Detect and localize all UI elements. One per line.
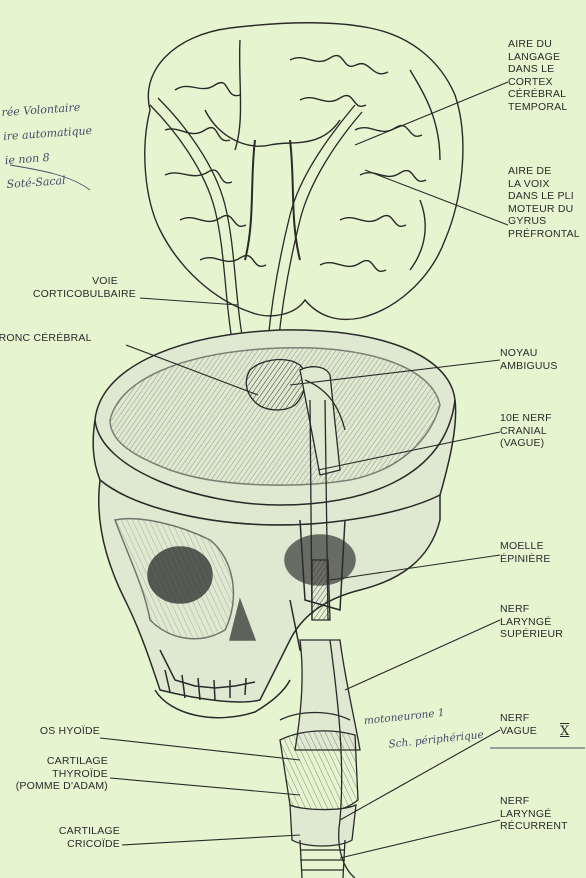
label-tronc-cerebral: TRONC CÉRÉBRAL bbox=[0, 332, 92, 345]
brain-drawing bbox=[145, 23, 463, 320]
label-line: CARTILAGE bbox=[0, 825, 120, 838]
label-line: PRÉFRONTAL bbox=[508, 228, 580, 241]
handwritten-note-top-left: rée Volontaire ire automatique ie non 8 … bbox=[1, 95, 97, 197]
label-line: MOELLE bbox=[500, 540, 551, 553]
label-noyau-ambiguus: NOYAU AMBIGUUS bbox=[500, 347, 558, 372]
label-line: GYRUS bbox=[508, 215, 580, 228]
label-line: (VAGUE) bbox=[500, 437, 552, 450]
label-line: VAGUE bbox=[500, 725, 537, 738]
label-line: DANS LE PLI bbox=[508, 190, 580, 203]
label-line: AIRE DU bbox=[508, 38, 567, 51]
label-line: TEMPORAL bbox=[508, 101, 567, 114]
label-nerf-larynge-recurrent: NERF LARYNGÉ RÉCURRENT bbox=[500, 795, 568, 833]
label-nerf-cranial: 10E NERF CRANIAL (VAGUE) bbox=[500, 412, 552, 450]
label-line: CÉRÉBRAL bbox=[508, 88, 567, 101]
label-line: 10E NERF bbox=[500, 412, 552, 425]
label-line: NERF bbox=[500, 603, 563, 616]
label-moelle-epiniere: MOELLE ÉPINIÈRE bbox=[500, 540, 551, 565]
label-line: AIRE DE bbox=[508, 165, 580, 178]
label-line: NOYAU bbox=[500, 347, 558, 360]
label-line: CORTEX bbox=[508, 76, 567, 89]
label-aire-langage: AIRE DU LANGAGE DANS LE CORTEX CÉRÉBRAL … bbox=[508, 38, 567, 113]
label-line: NERF bbox=[500, 795, 568, 808]
label-line: THYROÏDE bbox=[0, 768, 108, 781]
label-line: NERF bbox=[500, 712, 537, 725]
label-line: CARTILAGE bbox=[0, 755, 108, 768]
label-line: LA VOIX bbox=[508, 178, 580, 191]
label-cartilage-cricoide: CARTILAGE CRICOÏDE bbox=[0, 825, 120, 850]
label-line: RÉCURRENT bbox=[500, 820, 568, 833]
label-line: CRICOÏDE bbox=[0, 838, 120, 851]
label-nerf-larynge-superieur: NERF LARYNGÉ SUPÉRIEUR bbox=[500, 603, 563, 641]
label-line: AMBIGUUS bbox=[500, 360, 558, 373]
label-line: TRONC CÉRÉBRAL bbox=[0, 332, 92, 345]
label-line: MOTEUR DU bbox=[508, 203, 580, 216]
label-aire-voix: AIRE DE LA VOIX DANS LE PLI MOTEUR DU GY… bbox=[508, 165, 580, 240]
label-line: CRANIAL bbox=[500, 425, 552, 438]
label-line: (POMME D'ADAM) bbox=[0, 780, 108, 793]
label-line: VOIE bbox=[0, 275, 136, 288]
label-voie-corticobulbaire: VOIE CORTICOBULBAIRE bbox=[0, 275, 136, 300]
roman-numeral-x: X bbox=[560, 724, 569, 739]
label-os-hyoide: OS HYOÏDE bbox=[0, 725, 100, 738]
label-line: LARYNGÉ bbox=[500, 808, 568, 821]
label-line: DANS LE bbox=[508, 63, 567, 76]
label-line: LANGAGE bbox=[508, 51, 567, 64]
label-line: SUPÉRIEUR bbox=[500, 628, 563, 641]
label-line: ÉPINIÈRE bbox=[500, 553, 551, 566]
label-line: CORTICOBULBAIRE bbox=[0, 288, 136, 301]
label-cartilage-thyroide: CARTILAGE THYROÏDE (POMME D'ADAM) bbox=[0, 755, 108, 793]
label-line: LARYNGÉ bbox=[500, 616, 563, 629]
label-line: OS HYOÏDE bbox=[0, 725, 100, 738]
label-nerf-vague: NERF VAGUE bbox=[500, 712, 537, 737]
